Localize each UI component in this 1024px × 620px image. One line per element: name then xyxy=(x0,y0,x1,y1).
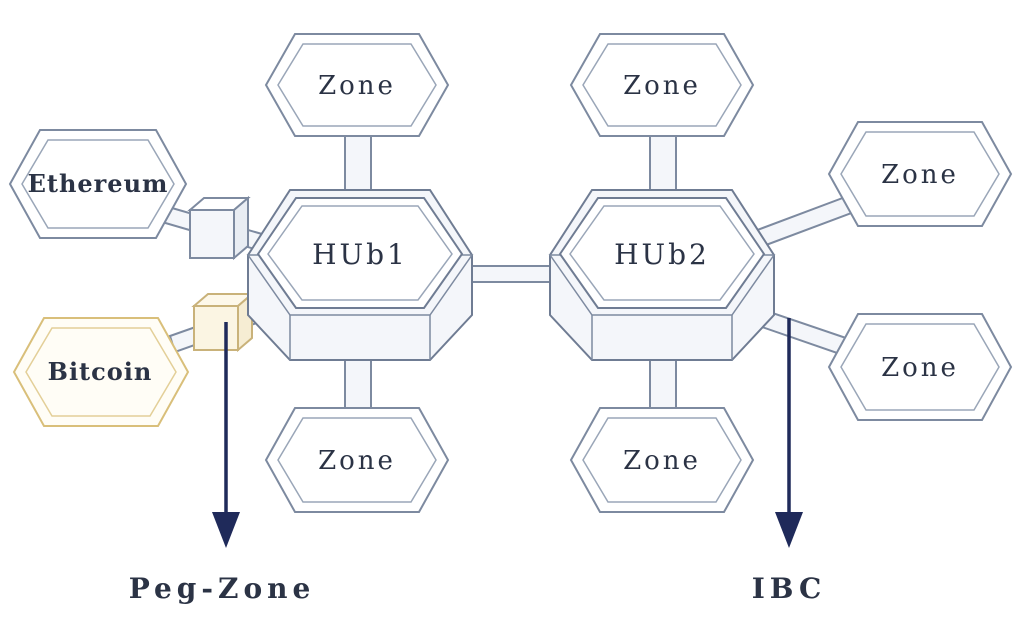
zone-hex-hub2-right-top xyxy=(827,121,1013,227)
hub1-prism xyxy=(246,189,474,361)
arrow-ibc xyxy=(775,318,803,548)
ethereum-label: Ethereum xyxy=(28,169,169,198)
zone-label-hub2-top: Zone xyxy=(623,71,701,101)
zone-hex-hub1-top xyxy=(264,33,450,137)
arrow-peg-zone xyxy=(212,322,240,548)
zone-hex-hub1-bottom xyxy=(264,407,450,513)
zone-hex-hub2-right-bottom xyxy=(827,313,1013,421)
zone-label-hub1-top: Zone xyxy=(318,71,396,101)
ethereum-hex xyxy=(8,129,188,239)
peg-zone-label: Peg-Zone xyxy=(129,572,316,605)
zone-label-hub2-right-bottom: Zone xyxy=(881,353,959,383)
connector-hub1-hub2 xyxy=(467,265,557,283)
ibc-label: IBC xyxy=(752,572,827,605)
hub1-label: HUb1 xyxy=(312,238,408,271)
connector-hub2-zone-right-top xyxy=(750,194,856,250)
zone-label-hub2-right-top: Zone xyxy=(881,160,959,190)
peg-box-ethereum xyxy=(187,195,251,261)
connector-hub2-zone-top xyxy=(649,134,677,196)
connector-hub1-zone-top xyxy=(344,134,372,196)
zone-hex-hub2-bottom xyxy=(569,407,755,513)
peg-box-bitcoin xyxy=(191,291,255,353)
bitcoin-label: Bitcoin xyxy=(48,357,153,386)
bitcoin-hex xyxy=(12,317,190,427)
zone-label-hub1-bottom: Zone xyxy=(318,446,396,476)
zone-label-hub2-bottom: Zone xyxy=(623,446,701,476)
zone-hex-hub2-top xyxy=(569,33,755,137)
hub2-prism xyxy=(548,189,776,361)
hub2-label: HUb2 xyxy=(614,238,710,271)
